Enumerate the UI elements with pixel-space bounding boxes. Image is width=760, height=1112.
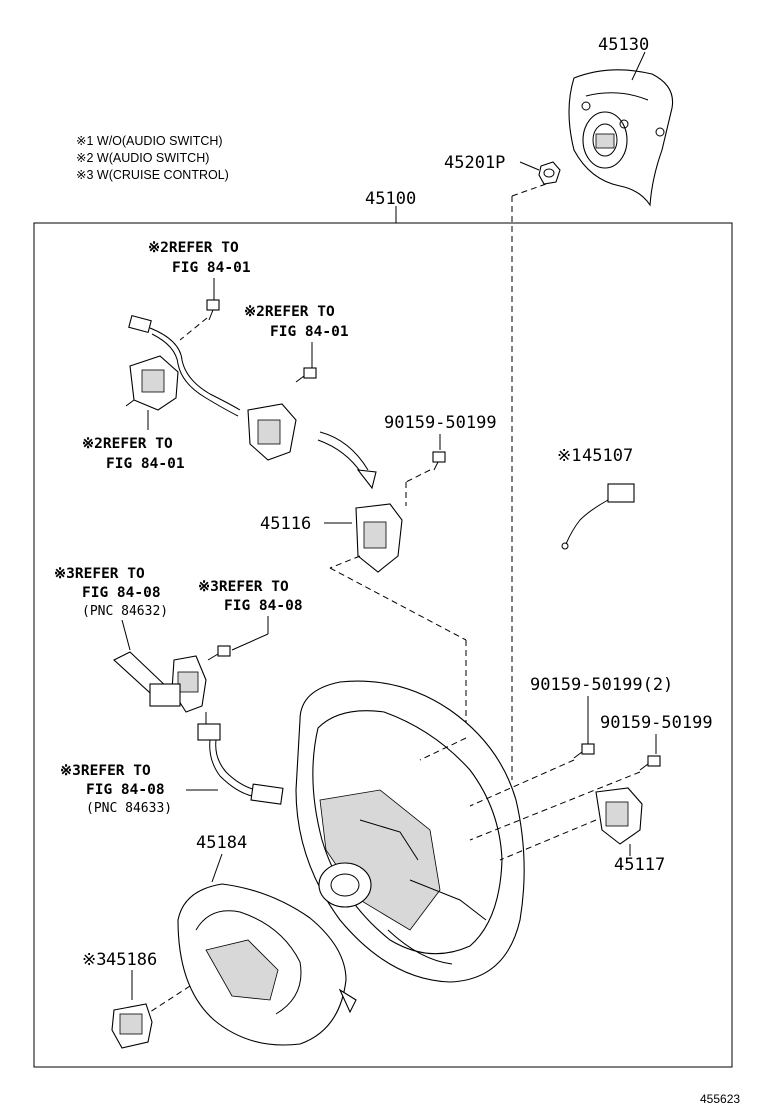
part-number-45186[interactable]: 45186 <box>106 950 157 970</box>
screw-90159-2[interactable] <box>573 743 595 759</box>
cruise-control-lever[interactable] <box>113 651 221 741</box>
switch-45117[interactable] <box>595 787 643 845</box>
refer-note-3-line-2: FIG 84-01 <box>106 456 185 472</box>
screw-ref-5 <box>207 645 231 661</box>
refer-note-5-line-2: FIG 84-08 <box>224 598 303 614</box>
part-number-90159-50199-2[interactable]: 90159-50199(2) <box>530 675 673 695</box>
direction-arrow <box>317 431 377 490</box>
legend-item-3: ※3 W(CRUISE CONTROL) <box>76 168 229 182</box>
part-number-45201p[interactable]: 45201P <box>444 153 505 173</box>
refer-note-6-line-2: FIG 84-08 <box>86 782 165 798</box>
switch-45116[interactable] <box>355 503 403 573</box>
part-number-45116[interactable]: 45116 <box>260 514 311 534</box>
legend-item-2: ※2 W(AUDIO SWITCH) <box>76 151 209 165</box>
refer-note-5-line-1: ※3REFER TO <box>198 579 289 595</box>
refer-note-3-line-1: ※2REFER TO <box>82 436 173 452</box>
legend: ※1 W/O(AUDIO SWITCH) ※2 W(AUDIO SWITCH) … <box>76 134 229 182</box>
steering-wheel[interactable] <box>295 680 525 983</box>
audio-switch-harness[interactable] <box>125 314 297 461</box>
part-number-45186-mark: ※3 <box>82 950 106 970</box>
refer-note-4-line-3: (PNC 84632) <box>82 604 168 619</box>
screw-ref-2 <box>295 367 317 383</box>
switch-45186[interactable] <box>111 1003 153 1049</box>
airbag-45130[interactable] <box>568 51 674 207</box>
part-number-90159-50199-upper[interactable]: 90159-50199 <box>384 413 497 433</box>
part-number-90159-50199-right[interactable]: 90159-50199 <box>600 713 713 733</box>
cruise-harness[interactable] <box>209 739 284 805</box>
screw-90159-upper[interactable] <box>432 451 446 471</box>
screw-90159-right[interactable] <box>639 755 661 771</box>
part-number-45117[interactable]: 45117 <box>614 855 665 875</box>
part-number-45107[interactable]: 45107 <box>582 446 633 466</box>
drawing-number: 455623 <box>700 1092 740 1106</box>
refer-note-4-line-2: FIG 84-08 <box>82 585 161 601</box>
nut-45201p[interactable] <box>519 161 561 185</box>
refer-note-1-line-2: FIG 84-01 <box>172 260 251 276</box>
assembly-box <box>33 222 733 1068</box>
refer-note-4-line-1: ※3REFER TO <box>54 566 145 582</box>
legend-item-1: ※1 W/O(AUDIO SWITCH) <box>76 134 223 148</box>
screw-ref-1 <box>206 299 220 321</box>
part-number-45100[interactable]: 45100 <box>365 189 416 209</box>
part-number-45130[interactable]: 45130 <box>598 35 649 55</box>
refer-note-6-line-3: (PNC 84633) <box>86 801 172 816</box>
part-number-45107-mark: ※1 <box>557 446 581 466</box>
wire-45107[interactable] <box>561 483 635 550</box>
refer-note-6-line-1: ※3REFER TO <box>60 763 151 779</box>
refer-note-2-line-2: FIG 84-01 <box>270 324 349 340</box>
refer-note-1-line-1: ※2REFER TO <box>148 240 239 256</box>
part-number-45184[interactable]: 45184 <box>196 833 247 853</box>
cover-45184[interactable] <box>177 883 357 1046</box>
refer-note-2-line-1: ※2REFER TO <box>244 304 335 320</box>
